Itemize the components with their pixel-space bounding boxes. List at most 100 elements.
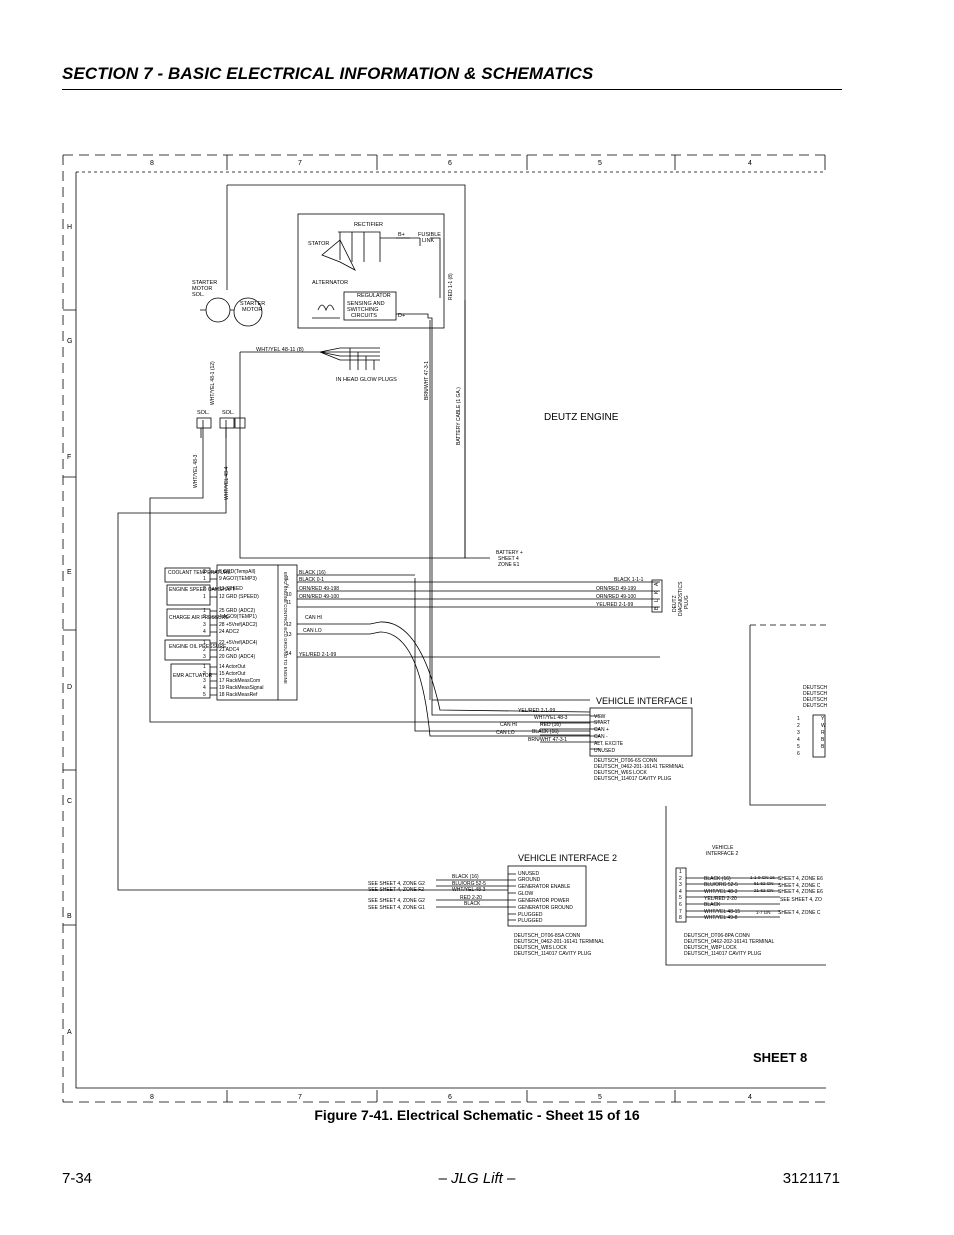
- vi2-ref: SEE SHEET 4, ZONE G2: [368, 881, 425, 887]
- document-number: 3121171: [782, 1170, 840, 1187]
- zone-row-label: B: [67, 913, 72, 920]
- right-code: B: [821, 737, 825, 743]
- vi2-wire: BLACK (16): [452, 874, 479, 880]
- right-pin: 4: [797, 737, 800, 743]
- vi1-part: DEUTSCH_0462-201-16141 TERMINAL: [594, 764, 684, 770]
- battery-note: BATTERY +: [496, 550, 523, 556]
- sensor-pin: 1: [203, 664, 206, 670]
- right-vi2-ref: SEE SHEET 4, ZO: [780, 897, 822, 903]
- sensor-pin: 4: [203, 685, 206, 691]
- battery-cable-label: BATTERY CABLE (1 GA.): [456, 387, 462, 445]
- sensing-label: SENSING AND: [347, 301, 385, 307]
- zone-col-label: 6: [448, 160, 452, 167]
- diag-label: PLUG: [684, 595, 690, 609]
- ecu-pin: 4 AGO9(TEMP1): [219, 614, 257, 620]
- right-vi2-wire: YEL/RED 2-20: [704, 896, 737, 902]
- zone-col-label: 7: [298, 160, 302, 167]
- sensor-label: CHARGE AIR PRESSURE: [169, 615, 229, 621]
- vi1-pin: CAN +: [594, 727, 609, 733]
- whtyel-label: WHT/YEL 48-4: [224, 466, 230, 500]
- vi1-part: DEUTSCH_114017 CAVITY PLUG: [594, 776, 671, 782]
- zone-row-label: H: [67, 224, 72, 231]
- right-vi2-pin: 3: [679, 882, 682, 888]
- zone-row-label: C: [67, 798, 72, 805]
- vi2-pin: UNUSED: [518, 871, 540, 877]
- ecu-right-pin: 2: [286, 584, 289, 590]
- whtyel-label: WHT/YEL 48-3: [193, 454, 199, 488]
- right-vi2-pin: 6: [679, 902, 682, 908]
- starter-sol-label: STARTER: [192, 280, 217, 286]
- zone-col-label: 8: [150, 160, 154, 167]
- vi2-pin: GENERATOR POWER: [518, 898, 570, 904]
- wire-label: BLACK (16): [299, 570, 326, 576]
- diag-pin: K: [654, 590, 660, 594]
- zone-row-label: F: [67, 454, 71, 461]
- ecu-right-pin: 1: [286, 576, 289, 582]
- ecu-pin: 22 +5Vref(ADC4): [219, 640, 258, 646]
- right-vi2-mid: 1-1-9 GN 16: [750, 875, 775, 880]
- ecu-pin: 9 AGO7(TEMP3): [219, 576, 257, 582]
- right-vi2-wire: BLACK (16): [704, 876, 731, 882]
- ecu-pin: 18 RackMeasRef: [219, 692, 258, 698]
- vi2-pin: GENERATOR ENABLE: [518, 884, 571, 890]
- right-vi2-mid: 21-52 GN: [754, 888, 774, 893]
- right-code: B: [821, 744, 825, 750]
- vi2-wire: RED 2-20: [460, 895, 482, 901]
- ecu-pin: 28 +5Vref(ADC2): [219, 622, 258, 628]
- sensor-pin: 3: [203, 678, 206, 684]
- zone-col-label: 8: [150, 1094, 154, 1101]
- vi1-wire: BRN/WHT 47-3-1: [528, 737, 567, 743]
- ecu-right-pin: 10: [286, 592, 292, 598]
- diag-pin: L: [654, 599, 660, 602]
- zone-col-label: 6: [448, 1094, 452, 1101]
- right-vi2-pin: 4: [679, 889, 682, 895]
- sensor-pin: 1: [203, 576, 206, 582]
- vi2-part: DEUTSCH_W8S LOCK: [514, 945, 567, 951]
- right-vi2-ref: SHEET 4, ZONE C: [778, 883, 821, 889]
- vi1-canlo: CAN LO: [496, 730, 515, 736]
- vi1-canhi: CAN HI: [500, 722, 517, 728]
- right-label: DEUTSCH: [803, 685, 828, 691]
- ecu-box: [216, 564, 298, 701]
- ecu-pin: 13 SPEED: [219, 586, 243, 592]
- starter-motor-label: STARTER: [240, 301, 265, 307]
- sensor-pin: 1: [203, 594, 206, 600]
- alternator-label: ALTERNATOR: [312, 280, 348, 286]
- brn-wire-label: BRN/WHT 47-3-1: [424, 361, 430, 400]
- alternator-box: [297, 213, 445, 329]
- d-plus-label: D+: [398, 313, 405, 319]
- starter-motor-label: MOTOR: [242, 307, 262, 313]
- sensor-label: ENGINE SPEED CAMSHAFT: [169, 587, 235, 593]
- right-vi2-ref: SHEET 4, ZONE E6: [778, 889, 823, 895]
- vi1-pin: VSW: [594, 714, 606, 720]
- right-pin: 6: [797, 751, 800, 757]
- vi2-box: [507, 865, 587, 927]
- ecu-pin: 8 GRD(TempAll): [219, 569, 256, 575]
- vi1-part: DEUTSCH_DT06-6S CONN: [594, 758, 657, 764]
- right-vi2-part: DEUTSCH_W8P LOCK: [684, 945, 737, 951]
- zone-col-label: 5: [598, 1094, 602, 1101]
- battery-note: SHEET 4: [498, 556, 519, 562]
- wire-label: CAN LO: [303, 628, 322, 634]
- right-connector-boundary: [749, 625, 826, 806]
- wire-label: ORN/RED 49-100: [596, 594, 636, 600]
- ecu-pin: 24 ADC2: [219, 629, 239, 635]
- vi2-ref: SEE SHEET 4, ZONE G2: [368, 898, 425, 904]
- right-label: DEUTSCH: [803, 703, 828, 709]
- fusible-label: FUSIBLE: [418, 232, 441, 238]
- right-vi2-title: INTERFACE 2: [706, 851, 738, 857]
- vi2-part: DEUTSCH_114017 CAVITY PLUG: [514, 951, 591, 957]
- diag-label: DEUTZ: [672, 595, 678, 612]
- zone-row-label: G: [67, 338, 72, 345]
- zone-row-label: E: [67, 569, 72, 576]
- rectifier-label: RECTIFIER: [354, 222, 383, 228]
- right-vi2-wire: WHT/YEL 49-8: [704, 915, 738, 921]
- right-pin: 2: [797, 723, 800, 729]
- sensor-pin: 5: [203, 692, 206, 698]
- sensor-pin: 3: [203, 622, 206, 628]
- zone-col-label: 4: [748, 160, 752, 167]
- vi1-part: DEUTSCH_W6S LOCK: [594, 770, 647, 776]
- right-lower-boundary: [665, 806, 826, 966]
- right-code: R: [821, 730, 825, 736]
- vi1-pin: UNUSED: [594, 748, 616, 754]
